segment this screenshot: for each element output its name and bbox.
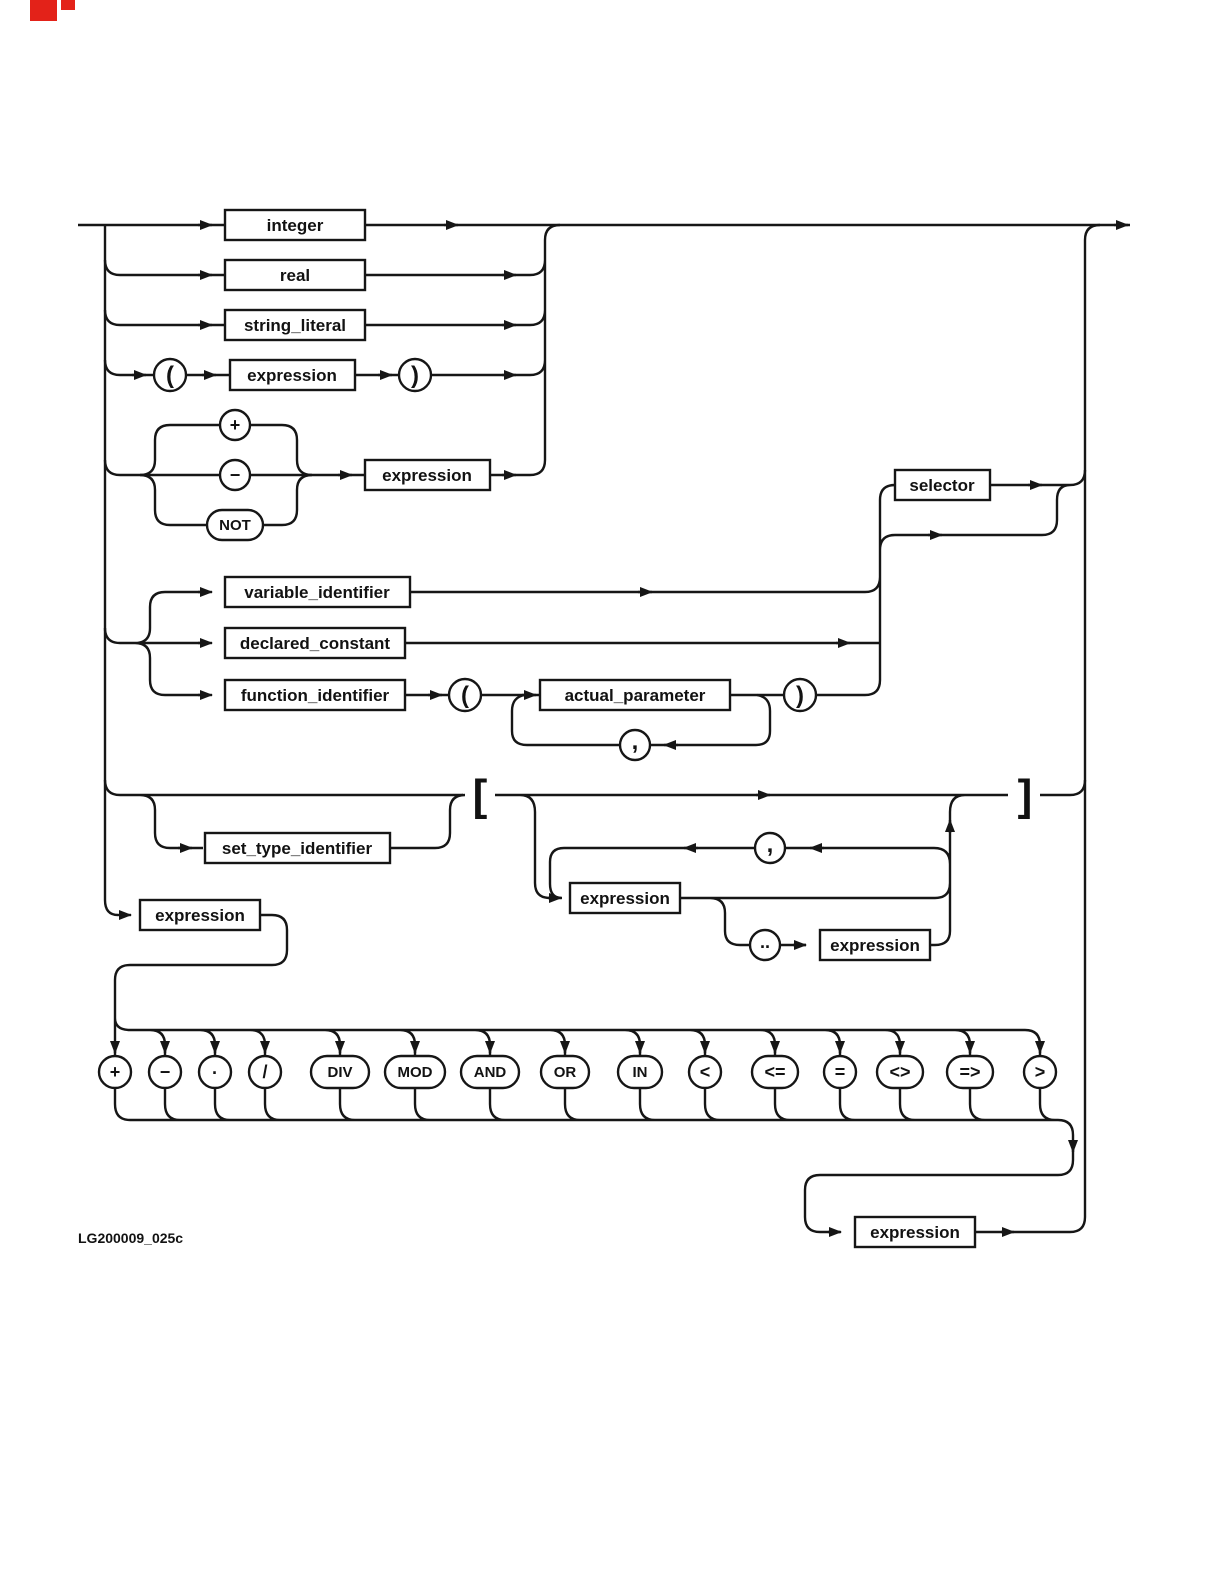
label-operator-in: IN <box>633 1064 648 1081</box>
label-operator-div: DIV <box>327 1064 352 1081</box>
label-minus-sign: − <box>230 465 241 485</box>
label-left-operand-expression: expression <box>155 906 245 925</box>
node-set-type-identifier <box>203 831 392 865</box>
operator-greater-equal <box>945 1054 995 1090</box>
terminal-range-dots <box>748 928 782 962</box>
node-variable-identifier <box>223 575 412 609</box>
operator-divide <box>247 1054 283 1090</box>
label-close-paren-2: ) <box>796 682 804 709</box>
terminal-open-bracket: [ <box>473 771 488 820</box>
label-operator-less-than: < <box>700 1062 711 1082</box>
label-signed-expression: expression <box>382 466 472 485</box>
label-range-expression: expression <box>830 936 920 955</box>
operator-or <box>539 1054 591 1090</box>
terminal-close-bracket: ] <box>1018 771 1033 820</box>
label-operator-plus: + <box>110 1062 121 1082</box>
registration-marks <box>30 0 75 21</box>
operator-greater-than <box>1022 1054 1058 1090</box>
label-operator-equal: = <box>835 1062 846 1082</box>
label-string-literal: string_literal <box>244 316 346 335</box>
node-function-identifier <box>223 678 407 712</box>
label-plus-sign: + <box>230 415 241 435</box>
label-real: real <box>280 266 310 285</box>
node-declared-constant <box>223 626 407 660</box>
operator-less-than <box>687 1054 723 1090</box>
label-integer: integer <box>267 216 324 235</box>
node-range-expression <box>818 928 932 962</box>
label-set-type-identifier: set_type_identifier <box>222 839 373 858</box>
label-operator-greater-equal: => <box>959 1062 980 1082</box>
label-actual-parameter: actual_parameter <box>565 686 706 705</box>
rail-branch-arcs <box>103 259 121 797</box>
registration-mark-small <box>61 0 75 10</box>
label-parameter-comma: , <box>632 728 639 755</box>
label-variable-identifier: variable_identifier <box>244 583 390 602</box>
terminal-close-paren-1 <box>397 357 433 393</box>
terminal-nodes: ( ) + − NOT ( ) , [ ] , .. <box>152 357 1033 962</box>
operator-minus <box>147 1054 183 1090</box>
label-right-operand-expression: expression <box>870 1223 960 1242</box>
registration-mark-large <box>30 0 57 21</box>
rail-sign-fan <box>139 423 313 527</box>
arrowheads <box>110 220 1129 1237</box>
node-real <box>223 258 367 292</box>
terminal-not <box>205 508 265 542</box>
rail-right-trunk <box>1083 223 1101 1217</box>
label-operator-minus: − <box>160 1062 171 1082</box>
operator-equal <box>822 1054 858 1090</box>
terminal-parameter-comma <box>618 728 652 762</box>
label-operator-mod: MOD <box>398 1064 433 1081</box>
node-paren-expression <box>228 358 357 392</box>
label-operator-and: AND <box>474 1064 507 1081</box>
operator-plus <box>97 1054 133 1090</box>
operator-div <box>309 1054 371 1090</box>
operator-less-equal <box>750 1054 800 1090</box>
label-operator-or: OR <box>554 1064 577 1081</box>
label-operator-not-equal: <> <box>889 1062 910 1082</box>
label-paren-expression: expression <box>247 366 337 385</box>
operator-row: + − · / DIV MOD AND OR IN < <= = <> => > <box>97 1054 1058 1090</box>
rail-operator-collect <box>113 1088 1087 1234</box>
node-actual-parameter <box>538 678 732 712</box>
node-string-literal <box>223 308 367 342</box>
label-function-identifier: function_identifier <box>241 686 390 705</box>
label-member-comma: , <box>767 831 774 858</box>
operator-not-equal <box>875 1054 925 1090</box>
node-member-expression <box>568 881 682 915</box>
node-signed-expression <box>363 458 492 492</box>
terminal-member-comma <box>753 831 787 865</box>
operator-in <box>616 1054 664 1090</box>
label-operator-multiply: · <box>212 1063 218 1083</box>
nonterminal-nodes: integer real string_literal expression e… <box>138 208 992 1249</box>
terminal-open-paren-2 <box>447 677 483 713</box>
figure-caption: LG200009_025c <box>78 1230 183 1246</box>
label-declared-constant: declared_constant <box>240 634 391 653</box>
label-operator-less-equal: <= <box>764 1062 785 1082</box>
node-integer <box>223 208 367 242</box>
rail-alternatives <box>120 223 561 477</box>
terminal-close-paren-2 <box>782 677 818 713</box>
label-range-dots: .. <box>760 932 770 952</box>
label-operator-greater-than: > <box>1035 1062 1046 1082</box>
label-not: NOT <box>219 517 251 534</box>
label-member-expression: expression <box>580 889 670 908</box>
operator-multiply <box>197 1054 233 1090</box>
rail-parameter-loop <box>510 693 772 747</box>
label-open-paren-1: ( <box>166 362 174 389</box>
label-operator-divide: / <box>262 1062 267 1082</box>
node-left-operand-expression <box>138 898 262 932</box>
rail-operator-fan <box>113 913 1042 1056</box>
node-right-operand-expression <box>853 1215 977 1249</box>
terminal-minus-sign <box>218 458 252 492</box>
node-selector <box>893 468 992 502</box>
terminal-plus-sign <box>218 408 252 442</box>
operator-and <box>459 1054 521 1090</box>
label-close-paren-1: ) <box>411 362 419 389</box>
label-selector: selector <box>909 476 975 495</box>
terminal-open-paren-1 <box>152 357 188 393</box>
label-open-paren-2: ( <box>461 682 469 709</box>
operator-mod <box>383 1054 447 1090</box>
